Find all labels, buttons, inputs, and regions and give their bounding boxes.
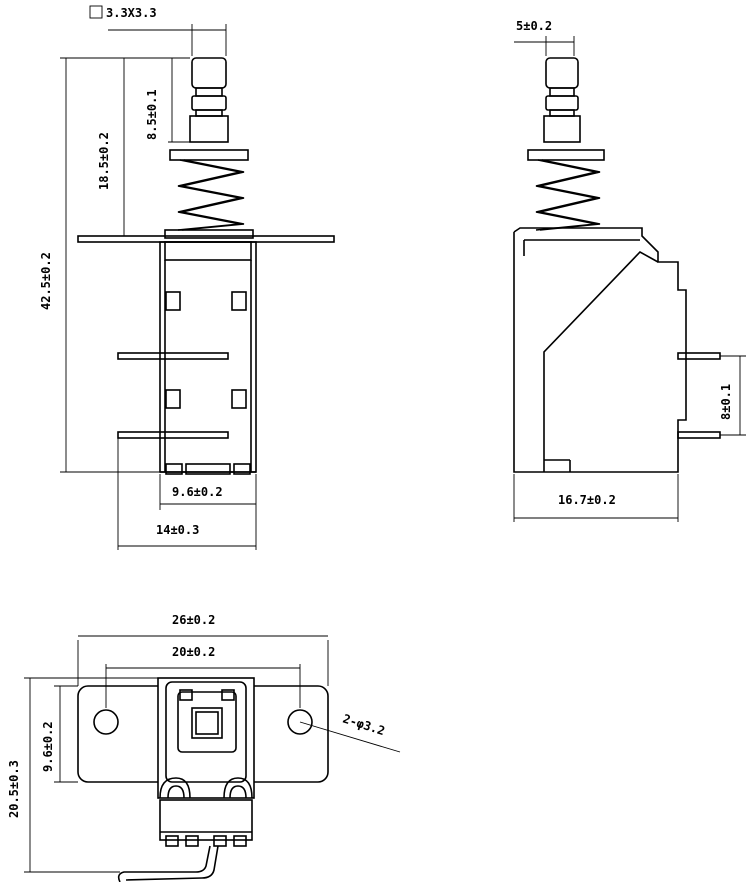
- square-symbol: [89, 5, 103, 19]
- dim-terminal-span: 14±0.3: [156, 523, 199, 537]
- bottom-shaft-square: [191, 707, 223, 739]
- side-view: 5±0.2 8±0.1 16.7±0.2: [513, 19, 746, 522]
- front-plunger-collar: [191, 95, 227, 111]
- front-plunger-neck2: [195, 109, 223, 117]
- dim-pin-pitch: 8±0.1: [719, 384, 733, 420]
- side-pin-upper: [677, 352, 721, 360]
- hole-callout: 2-φ3.2: [341, 712, 387, 739]
- bottom-view: 26±0.2 20±0.2 9.6±0.2 20.5±0.3 2-φ3.2: [7, 613, 401, 883]
- front-plunger-neck: [195, 87, 223, 97]
- front-spring-top-plate: [169, 149, 249, 161]
- side-pin-lower: [677, 431, 721, 439]
- bottom-hole-left: [93, 709, 119, 735]
- dim-overall-height: 42.5±0.2: [39, 252, 53, 310]
- dim-hole-pitch: 20±0.2: [172, 645, 215, 659]
- dim-flange-length: 26±0.2: [172, 613, 215, 627]
- front-view: 3.3X3.3 8.5±0.1 18.5±0.2 42.5±0.2 9.6±0.…: [39, 5, 335, 550]
- side-plunger-cap: [545, 57, 579, 89]
- dim-shaft-height: 8.5±0.1: [145, 89, 159, 140]
- front-mount-plate: [77, 235, 335, 243]
- dim-plunger-travel: 18.5±0.2: [97, 132, 111, 190]
- front-terminal-lower: [117, 431, 229, 439]
- front-plunger-base: [189, 115, 229, 143]
- front-plunger-cap: [191, 57, 227, 89]
- bottom-hole-right: [287, 709, 313, 735]
- dim-shaft-width: 5±0.2: [516, 19, 552, 33]
- side-body: [513, 227, 687, 473]
- dim-body-width: 9.6±0.2: [172, 485, 223, 499]
- dim-shaft-square: 3.3X3.3: [106, 6, 157, 20]
- dim-flange-width: 9.6±0.2: [41, 721, 55, 772]
- front-terminal-upper: [117, 352, 229, 360]
- bottom-lead: [117, 845, 211, 883]
- dim-body-depth: 16.7±0.2: [558, 493, 616, 507]
- bottom-shaft-frame: [177, 691, 237, 753]
- dim-overall-width: 20.5±0.3: [7, 760, 21, 818]
